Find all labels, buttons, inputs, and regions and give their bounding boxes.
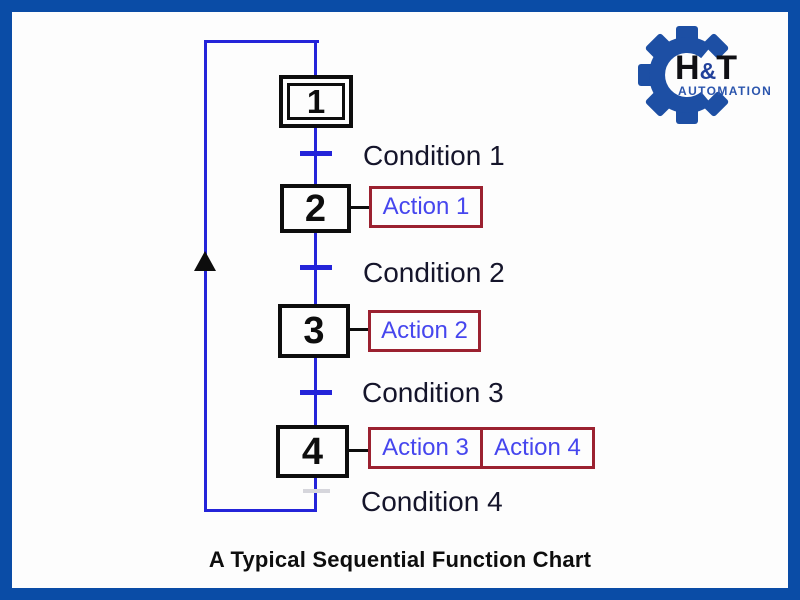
logo-letter-h: H bbox=[675, 49, 700, 87]
transition-tick-1 bbox=[300, 151, 332, 156]
flow-line-step-column bbox=[314, 40, 317, 512]
action-box-3-4: Action 3 Action 4 bbox=[368, 427, 595, 469]
step-box-3: 3 bbox=[278, 304, 350, 358]
action-cell-3: Action 3 bbox=[371, 430, 480, 466]
logo-subtitle: AUTOMATION bbox=[678, 84, 773, 98]
action-label-2: Action 2 bbox=[381, 317, 468, 344]
step-box-2: 2 bbox=[280, 184, 351, 233]
step-label-4: 4 bbox=[301, 430, 324, 473]
transition-tick-2 bbox=[300, 265, 332, 270]
action-cell-4: Action 4 bbox=[480, 430, 592, 466]
ht-automation-logo: H&T AUTOMATION bbox=[636, 18, 791, 130]
action-label-1: Action 1 bbox=[382, 193, 470, 220]
flow-line-bottom bbox=[204, 509, 317, 512]
step-box-4: 4 bbox=[276, 425, 349, 478]
action-label-3: Action 3 bbox=[382, 434, 469, 461]
flow-line-feedback-left bbox=[204, 40, 207, 512]
action-label-4: Action 4 bbox=[494, 434, 581, 461]
arrowhead-up-icon bbox=[194, 251, 216, 271]
logo-letter-t: T bbox=[716, 49, 737, 87]
condition-label-4: Condition 4 bbox=[361, 486, 503, 517]
transition-tick-3 bbox=[300, 390, 332, 395]
condition-label-3: Condition 3 bbox=[362, 377, 504, 408]
flow-line-top bbox=[204, 40, 319, 43]
action-box-1: Action 1 bbox=[369, 186, 483, 228]
step-label-1: 1 bbox=[287, 83, 345, 120]
transition-tick-4 bbox=[303, 489, 330, 493]
condition-label-1: Condition 1 bbox=[363, 140, 505, 171]
gear-icon bbox=[638, 26, 729, 124]
logo-ampersand: & bbox=[699, 58, 717, 84]
connector-step4-actions bbox=[349, 449, 368, 452]
connector-step2-action1 bbox=[351, 206, 369, 209]
step-label-3: 3 bbox=[303, 310, 325, 352]
logo-brand-text: H&T bbox=[675, 50, 737, 89]
step-label-2: 2 bbox=[304, 187, 327, 230]
action-box-2: Action 2 bbox=[368, 310, 481, 352]
page-caption: A Typical Sequential Function Chart bbox=[208, 547, 592, 572]
connector-step3-action2 bbox=[350, 328, 368, 331]
step-box-1: 1 bbox=[279, 75, 353, 128]
condition-label-2: Condition 2 bbox=[363, 257, 505, 288]
